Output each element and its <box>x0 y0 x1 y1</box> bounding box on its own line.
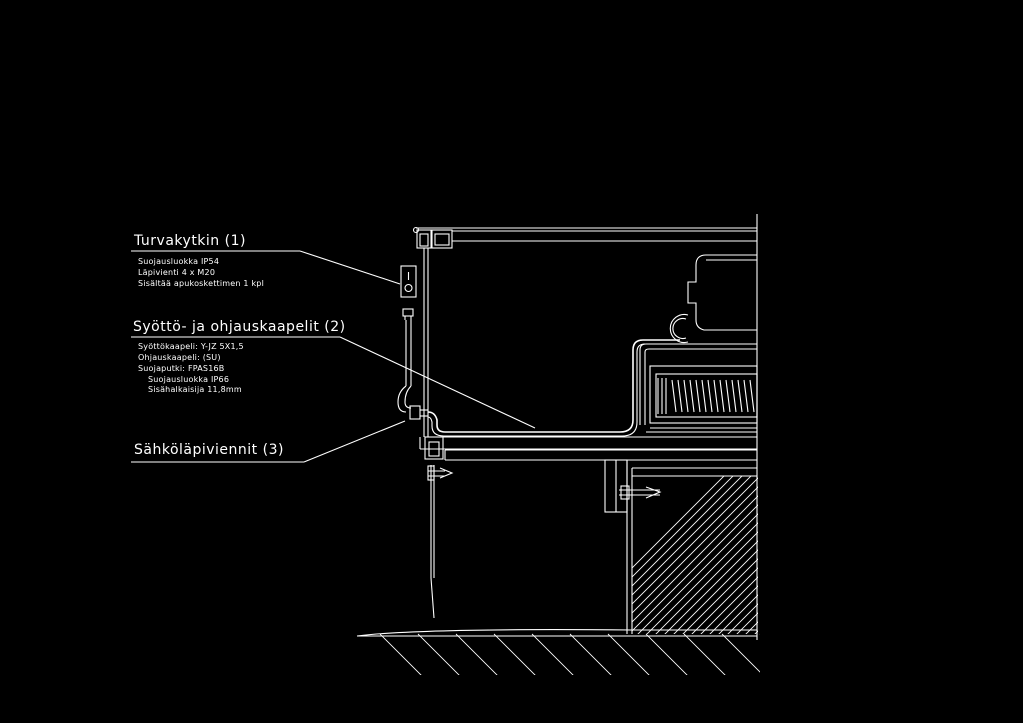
fan-blade-line <box>689 379 695 413</box>
cable-route <box>397 320 680 437</box>
wall-hatch-line <box>727 603 758 634</box>
ground-hatch-line <box>455 633 498 675</box>
wall-hatch-line <box>794 470 964 640</box>
wall-hatch-line <box>632 476 743 587</box>
wall-hatch-line <box>655 531 758 634</box>
fan-blade-line <box>713 379 719 413</box>
wall-hatch-line <box>632 476 734 578</box>
wall-hatch-line <box>673 549 758 634</box>
callout-turvakytkin: Turvakytkin (1) Suojausluokka IP54 Läpiv… <box>131 233 401 288</box>
safety-switch <box>400 265 417 320</box>
ground-section <box>356 629 760 675</box>
callout-lapiviennit: Sähköläpiviennit (3) <box>131 420 406 463</box>
wall-hatch-line <box>664 540 758 634</box>
wall-hatch-line <box>691 567 758 634</box>
ground-hatch-line <box>607 633 650 675</box>
anchor-rod <box>427 465 454 619</box>
callout-line: Syöttökaapeli: Y-JZ 5X1,5 <box>138 342 244 351</box>
ground-hatch-line <box>493 633 536 675</box>
wall-hatch-line <box>754 630 758 634</box>
wall-section <box>626 460 964 640</box>
fan-blade-line <box>707 379 713 413</box>
wall-hatch-line <box>632 476 752 596</box>
ground-hatch-line <box>569 633 612 675</box>
fan-blade-line <box>725 379 731 413</box>
wall-hatch-line <box>632 486 758 614</box>
wall-hatch-line <box>776 470 946 640</box>
ground-hatch-line <box>531 633 574 675</box>
wall-hatch-line <box>758 470 928 640</box>
callout-title-lapiviennit: Sähköläpiviennit (3) <box>134 442 284 458</box>
wall-hatch-line <box>632 476 725 569</box>
leader-line-2 <box>339 336 536 429</box>
fan-blade-line <box>683 379 689 413</box>
fan-blade-line <box>671 379 677 413</box>
fan-blade-line <box>737 379 743 413</box>
wall-hatch-line <box>767 470 937 640</box>
wall-hatch-line <box>718 594 758 634</box>
ground-hatch-line <box>683 633 726 675</box>
wall-hatch-line <box>785 470 955 640</box>
callout-line: Läpivienti 4 x M20 <box>138 268 215 277</box>
callout-line: Sisältää apukoskettimen 1 kpl <box>138 279 264 288</box>
wall-hatch-line <box>632 504 758 632</box>
callout-title-kaapelit: Syöttö- ja ohjauskaapelit (2) <box>133 319 346 335</box>
wall-hatch-line <box>632 495 758 623</box>
ground-hatch-line <box>759 634 760 635</box>
fan-blade-line <box>749 379 755 413</box>
callout-line: Suojaputki: FPAS16B <box>138 364 224 373</box>
fan-blade-line <box>719 379 725 413</box>
fan-blade-line <box>731 379 737 413</box>
leader-line-3 <box>303 420 406 463</box>
callout-line: Suojausluokka IP54 <box>138 257 219 266</box>
wall-hatch-line <box>700 576 758 634</box>
fan-blade-line <box>743 379 749 413</box>
fan-blade-line <box>677 379 683 413</box>
wall-hatch-line <box>646 522 758 634</box>
callout-line: Suojausluokka IP66 <box>148 375 229 384</box>
callout-kaapelit: Syöttö- ja ohjauskaapelit (2) Syöttökaap… <box>131 319 536 429</box>
callout-line: Sisähalkaisija 11,8mm <box>148 385 242 394</box>
callout-title-turvakytkin: Turvakytkin (1) <box>133 233 246 249</box>
ground-hatch-line <box>721 633 760 673</box>
fan-blade-line <box>695 379 701 413</box>
fan-blade-line <box>701 379 707 413</box>
ground-hatch-line <box>379 633 422 675</box>
fan-unit <box>639 254 758 433</box>
wall-hatch-line <box>709 585 758 634</box>
ground-hatch-line <box>417 633 460 675</box>
callout-line: Ohjauskaapeli: (SU) <box>138 353 221 362</box>
wall-hatch-line <box>637 513 758 634</box>
wall-hatch-line <box>632 477 758 605</box>
leader-line-1 <box>299 250 401 285</box>
wall-hatch-line <box>682 558 758 634</box>
ground-hatch-line <box>645 633 688 675</box>
wall-hatch-line <box>745 621 758 634</box>
enclosure-frame <box>412 214 758 640</box>
